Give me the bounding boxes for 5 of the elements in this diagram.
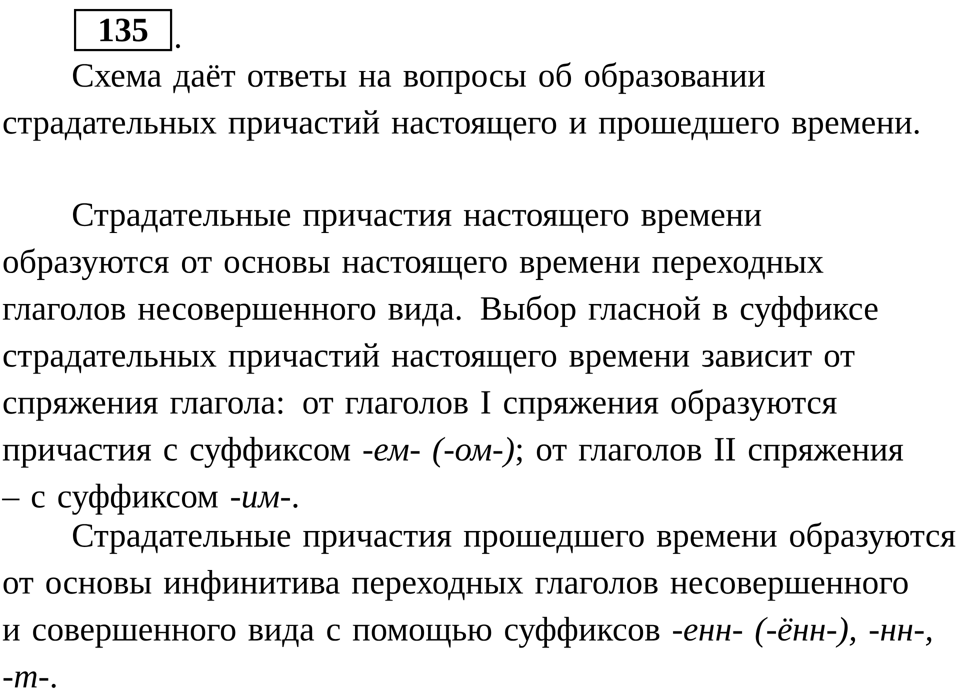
- paragraph: Страдательные причастия прошедшего времени образуются от основы инфинитива переходных глаголов несовершенного и совершенного вида с помощью суффиксов -енн- (-ённ-), -нн-, -т-.: [2, 522, 956, 688]
- paragraph: Схема даёт ответы на вопросы об образовании страдательных причастий настоящего и прошедшего времени.: [4, 62, 919, 141]
- number-period: .: [176, 44, 180, 48]
- paragraph: Страдательные причастия настоящего времени образуются от основы настоящего времени переходных глаголов несовершенного вида. Выбор гласной в суффиксе страдательных причастий настоящего времени зависит от спряжения глагола: от глаголов I спряжения образуются причастия с суффиксом -ем- (-ом-); от глаголов II спряжения – с суффиксом -им-.: [2, 203, 904, 515]
- number-box: 135: [74, 9, 172, 52]
